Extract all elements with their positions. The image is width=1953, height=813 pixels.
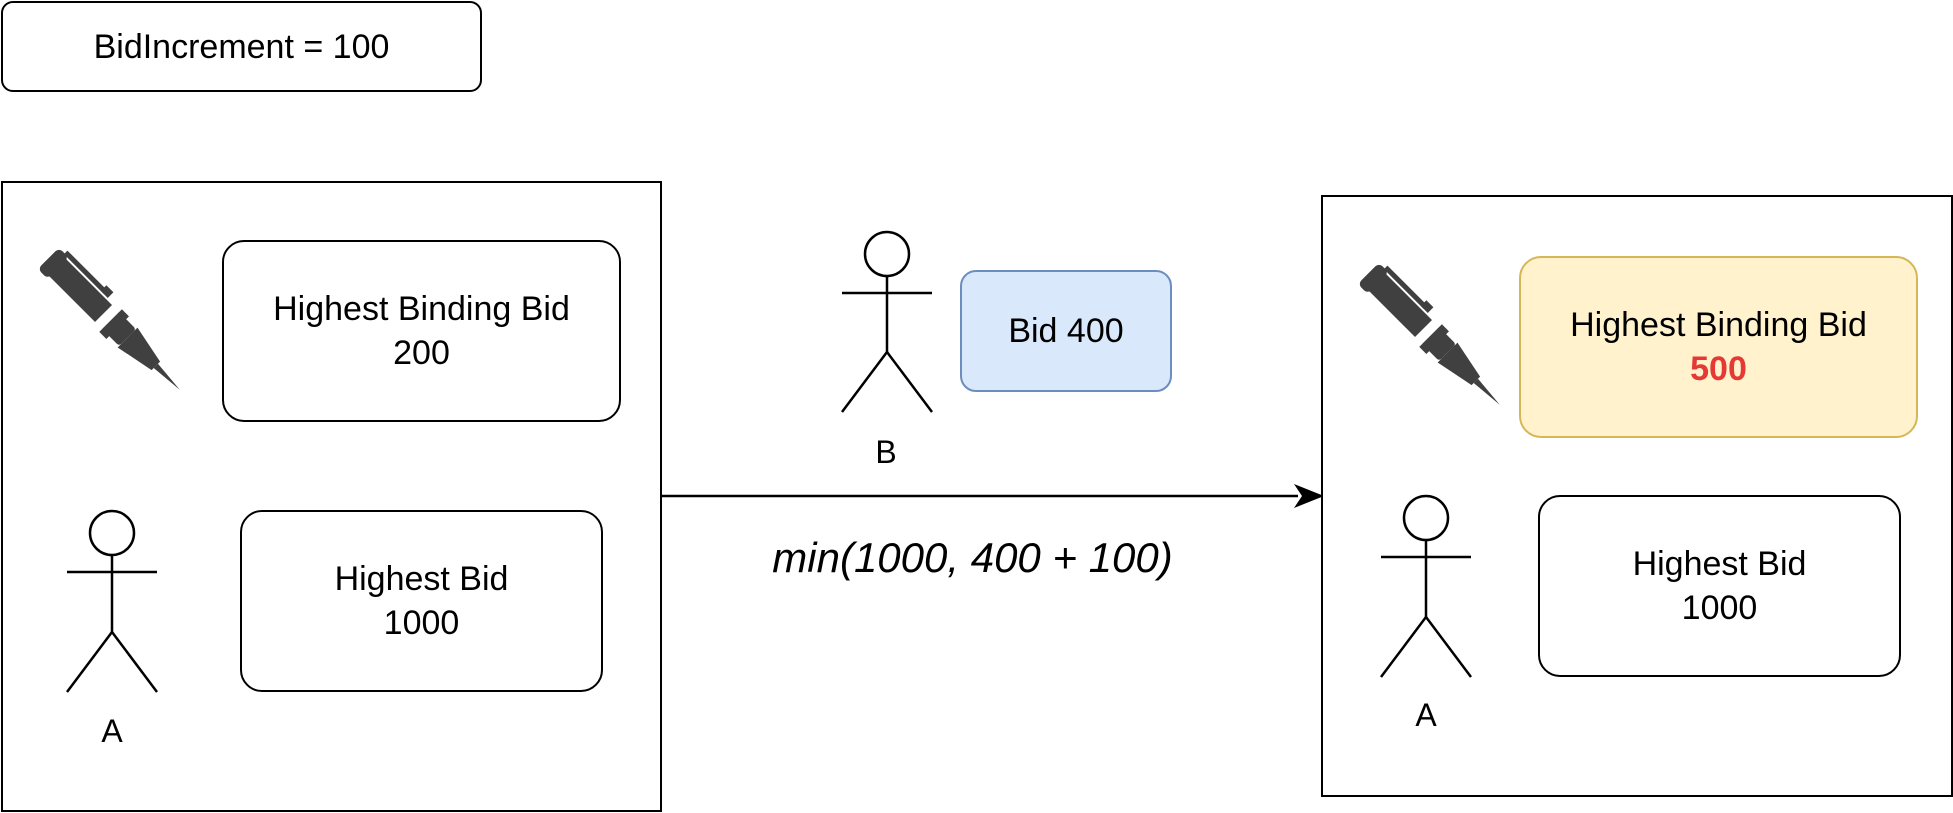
bid-400-label: Bid 400 [1008,312,1124,350]
left-highest-value: 1000 [383,604,460,642]
bid-increment-box: BidIncrement = 100 [1,1,482,92]
actor-b-label: B [875,434,897,470]
arrow-formula-label: min(1000, 400 + 100) [772,534,1173,581]
right-highest-binding-bid-box: Highest Binding Bid 500 [1519,256,1918,438]
left-binding-value: 200 [393,334,450,372]
actor-a-right-label: A [1415,697,1437,733]
bid-400-box: Bid 400 [960,270,1172,392]
right-binding-value: 500 [1690,350,1747,388]
actor-a-right-icon [1380,494,1472,678]
left-highest-bid-box: Highest Bid 1000 [240,510,603,692]
transition-arrow [662,484,1324,508]
actor-a-left-label: A [101,713,123,749]
pen-icon [1359,264,1500,405]
right-highest-value: 1000 [1681,589,1758,627]
left-highest-title: Highest Bid [334,560,509,598]
actor-a-left-icon [66,509,158,693]
pen-icon [39,249,180,390]
right-highest-title: Highest Bid [1632,545,1807,583]
right-highest-bid-box: Highest Bid 1000 [1538,495,1901,677]
left-binding-title: Highest Binding Bid [273,290,570,328]
right-binding-title: Highest Binding Bid [1570,306,1867,344]
left-highest-binding-bid-box: Highest Binding Bid 200 [222,240,621,422]
bid-increment-label: BidIncrement = 100 [93,27,390,66]
actor-b-icon [841,230,933,413]
